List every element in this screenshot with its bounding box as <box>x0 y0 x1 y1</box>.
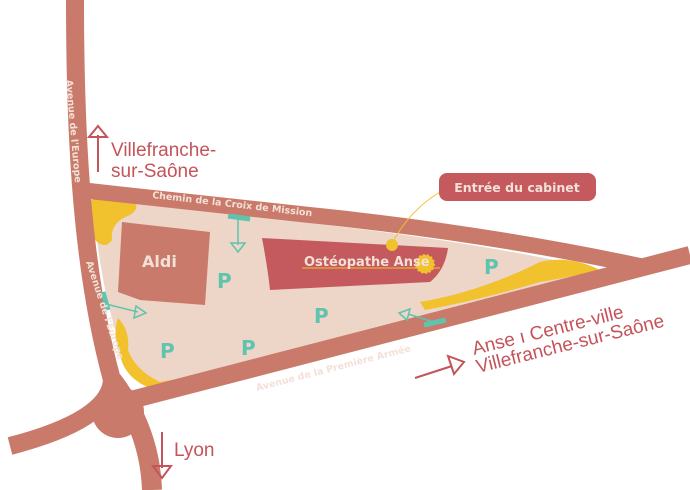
callout-label: Entrée du cabinet <box>454 180 580 195</box>
parking-icon: P <box>217 269 232 293</box>
road-avenue-europe <box>66 0 121 383</box>
roads <box>7 0 690 490</box>
entrance-marker <box>386 239 398 251</box>
parking-icon: P <box>241 336 256 360</box>
road-premiere-armee <box>97 246 690 417</box>
office-building <box>262 238 448 290</box>
direction-north-line1: Villefranche- <box>111 140 216 161</box>
direction-south: Lyon <box>174 440 215 461</box>
callout-box <box>439 173 596 201</box>
parking-icon: P <box>160 339 175 363</box>
arrow-north-icon <box>86 124 110 172</box>
green-space <box>84 195 137 245</box>
office-label: Ostéopathe Anse <box>304 255 430 270</box>
road-chemin-croix-mission <box>79 182 642 274</box>
arrow-south-icon <box>151 432 173 480</box>
parking-icon: P <box>484 255 499 279</box>
parking-icon: P <box>314 304 329 328</box>
parking-entrances <box>100 213 447 328</box>
aldi-label: Aldi <box>142 252 177 271</box>
direction-north-line2: sur-Saône <box>111 161 199 182</box>
arrow-east-icon <box>414 354 466 379</box>
roundabout <box>92 386 144 438</box>
green-space <box>420 259 600 310</box>
parking-lot-area <box>92 198 600 392</box>
callout-line <box>391 191 441 244</box>
aldi-building <box>118 222 210 305</box>
